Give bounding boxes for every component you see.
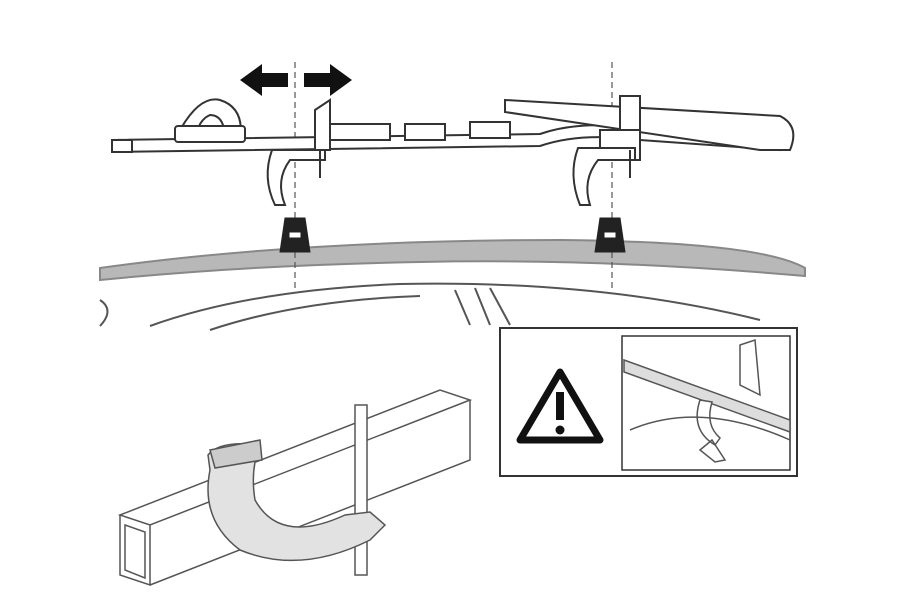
warning-detail-drawing [623, 338, 791, 463]
arrow-left-icon [240, 64, 288, 96]
claw-detail [117, 389, 473, 587]
arrow-right-icon [304, 64, 352, 96]
warning-panel [499, 327, 798, 477]
rubber-pads [279, 217, 626, 253]
warning-triangle-icon [516, 368, 604, 444]
bike-carrier [111, 95, 795, 206]
car-roof [99, 238, 806, 331]
